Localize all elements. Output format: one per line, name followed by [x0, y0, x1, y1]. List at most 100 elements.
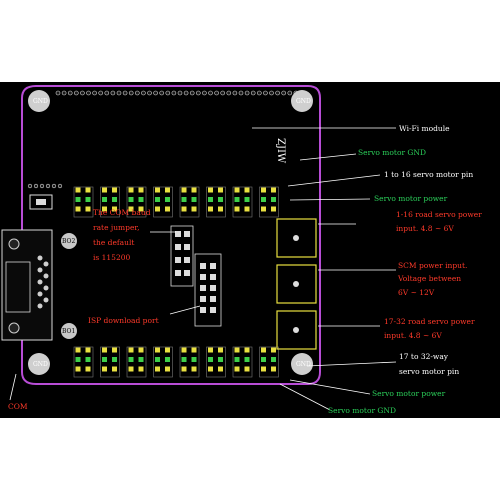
- mount-holes: [28, 90, 313, 375]
- servo-pin: [85, 187, 91, 193]
- servo-pin: [191, 366, 197, 372]
- servo-group-outline: [232, 186, 253, 218]
- header-pin: [287, 90, 293, 96]
- servo-pin: [102, 197, 107, 202]
- servo-pin: [218, 197, 223, 202]
- servo-pin: [208, 366, 213, 372]
- servo-pin: [244, 347, 250, 353]
- servo-power-top-label: Servo motor power: [374, 194, 448, 203]
- servo-pin: [85, 366, 91, 372]
- servo-group-outline: [259, 346, 279, 378]
- header-pin: [183, 90, 189, 96]
- header-pin: [256, 90, 262, 96]
- servo-pin: [75, 206, 81, 212]
- servo-pin: [112, 187, 117, 193]
- servo-pin: [128, 366, 134, 372]
- servo-pin: [102, 347, 107, 353]
- servo-header-top: [73, 186, 279, 218]
- servo-pin: [102, 366, 107, 372]
- servo-pin: [191, 357, 197, 362]
- header-pin: [61, 90, 67, 96]
- servo-pin: [85, 206, 91, 212]
- servo-pin: [261, 366, 266, 372]
- header-pin: [80, 90, 85, 96]
- servo-header-bottom: [73, 346, 279, 378]
- servo-pin: [191, 187, 197, 193]
- header-pin: [92, 90, 97, 96]
- silkscreen-text: ZJIW: [275, 138, 286, 164]
- servo-pin: [234, 357, 240, 362]
- servo-pin: [244, 366, 250, 372]
- servo-pin: [75, 366, 81, 372]
- servo-pin: [138, 197, 144, 202]
- servo-pin: [208, 187, 213, 193]
- servo-pin: [138, 206, 144, 212]
- isp-pin: [210, 307, 216, 313]
- servo-pin: [191, 206, 197, 212]
- servo-pin: [112, 206, 117, 212]
- servo-pin: [271, 366, 276, 372]
- servo-pin: [165, 206, 170, 212]
- servo-group-outline: [73, 186, 94, 218]
- servo-pin: [234, 197, 240, 202]
- com-baud-line: is 115200: [93, 253, 131, 262]
- small-header-pins: [27, 183, 63, 189]
- header-pin: [45, 183, 51, 189]
- header-pin: [141, 90, 146, 96]
- servo-gnd-bottom-label: Servo motor GND: [328, 406, 396, 415]
- servo-pin: [181, 187, 187, 193]
- road-1-16-line: 1-16 road servo power: [396, 210, 482, 219]
- isp-pin: [210, 296, 216, 302]
- header-pin: [27, 183, 33, 189]
- servo-pin: [181, 347, 187, 353]
- servo-pin: [128, 347, 134, 353]
- servo-pin: [165, 197, 170, 202]
- servo-gnd-top-label: Servo motor GND: [358, 148, 426, 157]
- servo-group-outline: [206, 346, 226, 378]
- servo-group-outline: [179, 346, 200, 378]
- header-pin: [55, 90, 61, 96]
- com-baud-line: the default: [93, 238, 135, 247]
- servo-group-outline: [126, 186, 147, 218]
- isp-pin: [200, 296, 206, 302]
- servo-pin: [271, 347, 276, 353]
- servo-pin: [112, 366, 117, 372]
- servo-group-outline: [153, 186, 173, 218]
- isp-label: ISP download port: [88, 316, 159, 325]
- header-pin: [57, 183, 63, 189]
- servo-pin: [85, 357, 91, 362]
- servo-pin: [85, 197, 91, 202]
- servo-pin: [102, 187, 107, 193]
- servo-pin: [271, 357, 276, 362]
- servo-pin: [155, 347, 160, 353]
- servo-pin: [128, 357, 134, 362]
- header-pin: [244, 90, 250, 96]
- header-pin: [39, 183, 45, 189]
- mount-hole-label: GND: [33, 98, 48, 105]
- switch-outline: [29, 194, 53, 210]
- header-pin: [122, 90, 128, 96]
- servo-pin: [181, 197, 187, 202]
- servo-pin: [244, 187, 250, 193]
- header-pin: [153, 90, 158, 96]
- db9-pin: [37, 255, 43, 261]
- header-pin: [128, 90, 134, 96]
- db9-pin: [37, 267, 43, 273]
- jumper-pin: [175, 270, 181, 276]
- servo-pin-17-32-line: servo motor pin: [399, 367, 460, 376]
- jumper-pin: [184, 270, 190, 276]
- header-pin: [196, 90, 201, 96]
- servo-pin: [181, 206, 187, 212]
- switch-knob: [36, 199, 46, 205]
- servo-pin: [75, 197, 81, 202]
- db9-pin: [37, 279, 43, 285]
- servo-pin: [102, 357, 107, 362]
- servo-group-outline: [126, 346, 147, 378]
- isp-outline: [194, 253, 222, 327]
- header-pin: [116, 90, 122, 96]
- header-pin: [214, 90, 219, 96]
- mount-hole-label: GND: [296, 98, 311, 105]
- header-pin: [147, 90, 152, 96]
- servo-pin: [261, 357, 266, 362]
